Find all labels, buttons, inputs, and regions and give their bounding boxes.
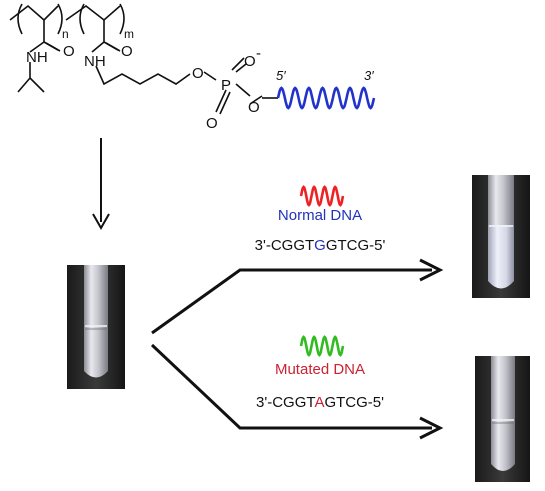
p-o-minus-bond: [231, 57, 245, 71]
tube-photo-mutated-result: [475, 356, 530, 482]
backbone-unit-n: [9, 4, 59, 22]
normal-dna-wave: [299, 185, 345, 207]
tube-photo-normal-result: [472, 175, 530, 298]
arrow-to-mutated: [150, 343, 432, 430]
bracket-right-open: [79, 3, 85, 35]
carbonyl-left-bond: [29, 41, 61, 53]
ester-o-2: O: [248, 99, 260, 116]
dna-probe-wave: [276, 86, 376, 110]
carbonyl-right-bond: [91, 41, 121, 53]
mutated-sequence: 3'-CGGTAGTCG-5': [256, 394, 384, 411]
mutated-dna-wave: [299, 335, 345, 357]
normal-dna-label: Normal DNA: [278, 207, 362, 224]
phosphate-bonds: [203, 63, 263, 115]
nh-label-right: NH: [84, 53, 106, 70]
p-double-o: O: [206, 115, 218, 132]
phosphorus: P: [221, 77, 231, 94]
backbone-unit-m: [65, 5, 121, 22]
ester-o-1: O: [192, 65, 204, 82]
mutated-sequence-highlight: A: [314, 394, 324, 411]
o-minus-label: O: [244, 53, 256, 70]
carbonyl-o-right: O: [121, 43, 133, 60]
hexyl-chain: [95, 65, 191, 86]
nh-left-bond: [17, 62, 45, 93]
minus-sign: -: [256, 45, 261, 62]
mutated-dna-label: Mutated DNA: [275, 361, 365, 378]
three-prime-label: 3′: [364, 68, 374, 83]
nh-label-left: NH: [26, 49, 48, 66]
five-prime-label: 5′: [276, 68, 286, 83]
n-subscript: n: [62, 27, 69, 41]
polymer-structure: [9, 3, 263, 115]
tube-photo-center: [67, 265, 125, 389]
normal-sequence: 3'-CGGTGGTCG-5': [255, 237, 386, 254]
m-subscript: m: [124, 27, 134, 41]
normal-sequence-highlight: G: [314, 237, 326, 254]
branch-arrows: [150, 258, 444, 440]
bracket-left-close: [57, 3, 63, 35]
carbonyl-o-left: O: [63, 43, 75, 60]
down-arrow: [92, 138, 110, 231]
arrow-to-normal: [151, 268, 432, 335]
bracket-right-close: [119, 3, 125, 35]
bracket-left-open: [17, 3, 23, 35]
